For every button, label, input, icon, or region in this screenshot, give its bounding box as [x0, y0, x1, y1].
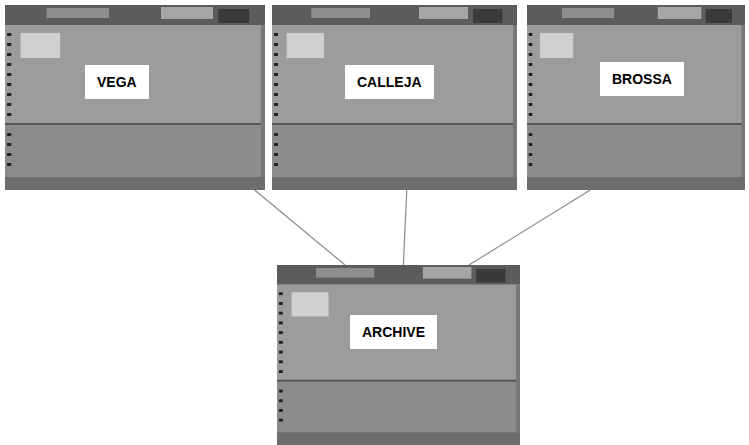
box-label: VEGA	[85, 65, 149, 99]
archive-box-photo: BROSSA	[527, 5, 745, 190]
box-label: CALLEJA	[345, 65, 434, 99]
connector-line	[255, 190, 345, 265]
connector-line	[469, 190, 590, 265]
archive-box-photo: ARCHIVE	[277, 265, 520, 445]
box-label: BROSSA	[600, 62, 684, 96]
archive-box-photo: VEGA	[5, 5, 265, 190]
connector-line	[403, 190, 406, 265]
archive-box-photo: CALLEJA	[272, 5, 517, 190]
box-label: ARCHIVE	[350, 315, 437, 349]
